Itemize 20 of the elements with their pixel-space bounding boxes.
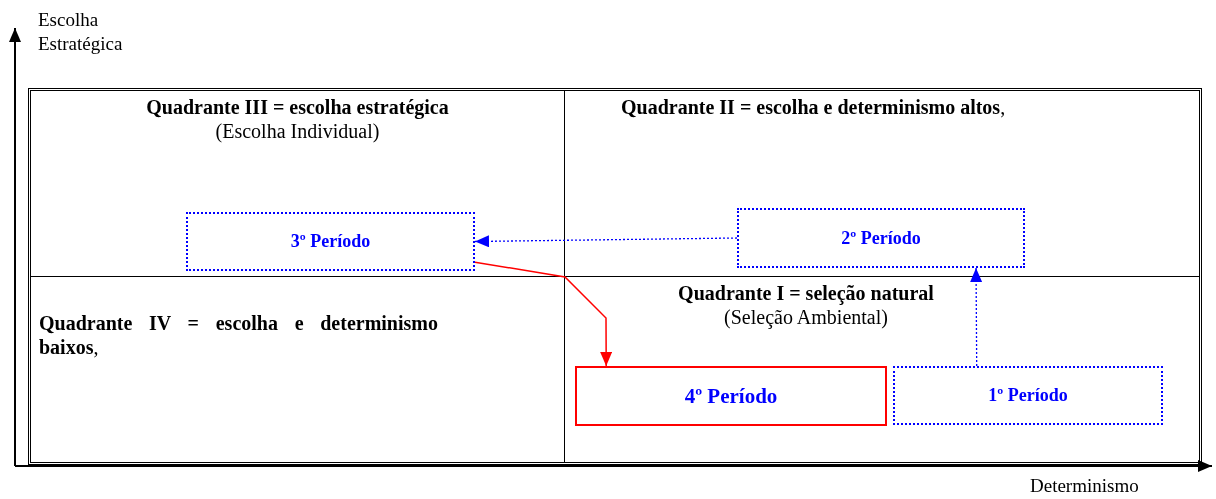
- quadrant-heading: Quadrante IV = escolha e determinismo baixos,: [39, 311, 438, 359]
- period-label: 1º Período: [988, 385, 1068, 406]
- quadrant-subtitle: (Escolha Individual): [214, 119, 381, 143]
- arrow: [474, 261, 613, 367]
- period-box: [893, 366, 1163, 425]
- quadrant-heading: Quadrante I = seleção natural: [677, 281, 935, 305]
- quadrant-heading: Quadrante II = escolha e determinismo altos,: [621, 95, 1007, 119]
- axis-title: Determinismo: [1030, 474, 1140, 498]
- period-label: 4º Período: [684, 383, 778, 409]
- period-box: [737, 208, 1025, 268]
- arrow: [474, 235, 738, 248]
- period-label: 3º Período: [290, 231, 371, 252]
- axis-title: Escolha Estratégica: [38, 8, 124, 56]
- quadrant-cell: [31, 91, 565, 277]
- period-label: 2º Período: [841, 227, 921, 249]
- period-box: [575, 366, 887, 426]
- quadrant-heading: Quadrante III = escolha estratégica: [145, 95, 450, 119]
- arrow: [970, 267, 983, 367]
- quadrant-subtitle: (Seleção Ambiental): [723, 305, 889, 329]
- period-box: [186, 212, 475, 271]
